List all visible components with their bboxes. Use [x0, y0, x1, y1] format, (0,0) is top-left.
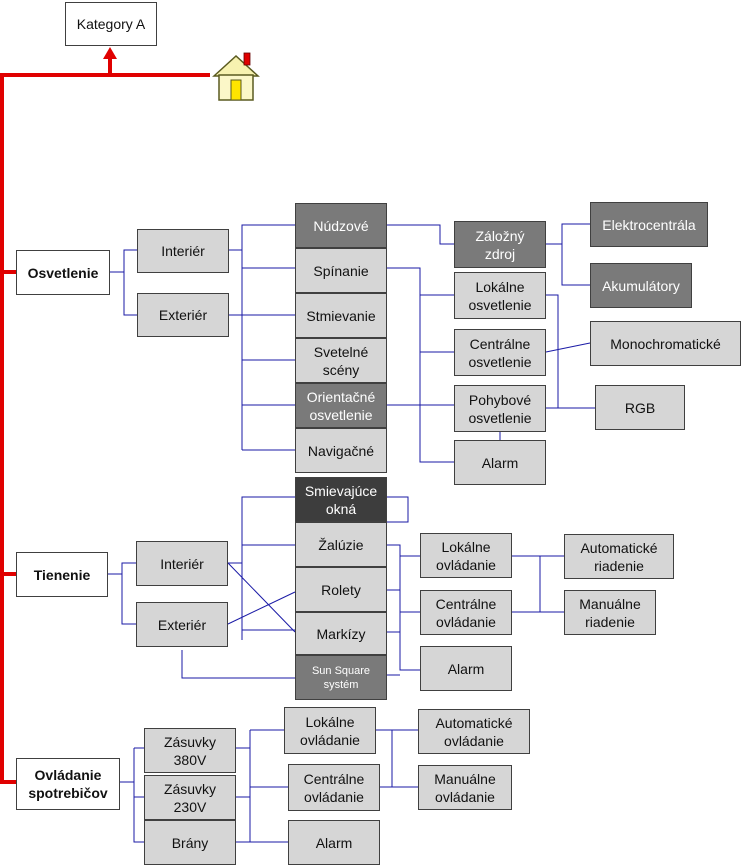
control-pohybove-osvetlenie[interactable]: Pohybové osvetlenie	[454, 385, 546, 432]
root-category-box[interactable]: Kategory A	[65, 2, 157, 46]
house-icon[interactable]	[212, 52, 260, 102]
function-markizy[interactable]: Markízy	[295, 612, 387, 655]
tienenie-centralne-ovladanie[interactable]: Centrálne ovládanie	[420, 590, 512, 635]
tienenie-zone-interier[interactable]: Interiér	[136, 541, 228, 586]
function-svetelne-sceny[interactable]: Svetelné scény	[295, 338, 387, 383]
ovladanie-lokalne-ovladanie[interactable]: Lokálne ovládanie	[284, 707, 376, 754]
mode-automaticke-riadenie[interactable]: Automatické riadenie	[564, 534, 674, 579]
ovladanie-centralne-ovladanie[interactable]: Centrálne ovládanie	[288, 764, 380, 811]
function-zaluzie[interactable]: Žalúzie	[295, 522, 387, 567]
function-sun-square-system[interactable]: Sun Square systém	[295, 655, 387, 700]
control-lokalne-osvetlenie[interactable]: Lokálne osvetlenie	[454, 272, 546, 319]
function-stmievanie[interactable]: Stmievanie	[295, 293, 387, 338]
category-osvetlenie[interactable]: Osvetlenie	[16, 250, 110, 295]
category-tienenie[interactable]: Tienenie	[16, 552, 108, 597]
tienenie-lokalne-ovladanie[interactable]: Lokálne ovládanie	[420, 533, 512, 578]
control-alarm-osvetlenie[interactable]: Alarm	[454, 440, 546, 485]
osvetlenie-zone-interier[interactable]: Interiér	[137, 229, 229, 273]
ovladanie-alarm[interactable]: Alarm	[288, 820, 380, 865]
device-zasuvky-230v[interactable]: Zásuvky 230V	[144, 775, 236, 820]
function-spinanie[interactable]: Spínanie	[295, 248, 387, 293]
function-nudzove[interactable]: Núdzové	[295, 203, 387, 248]
source-elektrocentrala[interactable]: Elektrocentrála	[590, 202, 708, 247]
function-navigacne[interactable]: Navigačné	[295, 428, 387, 473]
category-ovladanie-spotrebicov[interactable]: Ovládanie spotrebičov	[16, 758, 120, 810]
device-brany[interactable]: Brány	[144, 820, 236, 865]
source-akumulatory[interactable]: Akumulátory	[590, 263, 692, 308]
control-zalozny-zdroj[interactable]: Záložný zdroj	[454, 221, 546, 268]
osvetlenie-zone-exterier[interactable]: Exteriér	[137, 293, 229, 337]
source-rgb[interactable]: RGB	[595, 385, 685, 430]
device-zasuvky-380v[interactable]: Zásuvky 380V	[144, 728, 236, 773]
mode-automaticke-ovladanie[interactable]: Automatické ovládanie	[418, 709, 530, 754]
tienenie-alarm[interactable]: Alarm	[420, 646, 512, 691]
function-smievajuce-okna[interactable]: Smievajúce okná	[295, 477, 387, 522]
mode-manualne-ovladanie[interactable]: Manuálne ovládanie	[418, 765, 512, 810]
function-orientacne-osvetlenie[interactable]: Orientačné osvetlenie	[295, 383, 387, 428]
control-centralne-osvetlenie[interactable]: Centrálne osvetlenie	[454, 329, 546, 376]
tienenie-zone-exterier[interactable]: Exteriér	[136, 602, 228, 647]
source-monochromaticke[interactable]: Monochromatické	[590, 321, 741, 366]
mode-manualne-riadenie[interactable]: Manuálne riadenie	[564, 590, 656, 635]
function-rolety[interactable]: Rolety	[295, 567, 387, 612]
